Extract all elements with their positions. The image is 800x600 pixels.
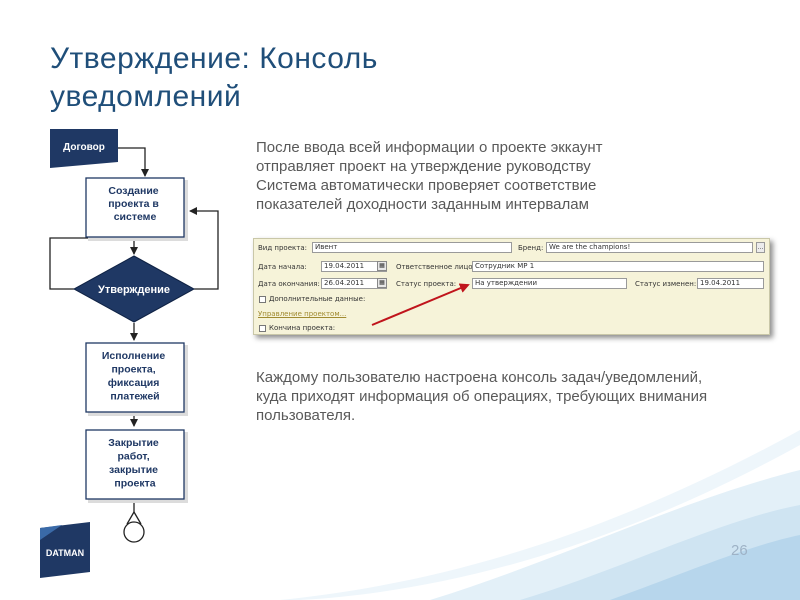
flow-node-create-line-2: проекта в [108,198,159,210]
project-closing-label: Кончина проекта: [269,324,336,332]
flow-node-create-line-3: системе [114,211,157,223]
svg-text:Исполнение проекта,: Исполнение проекта, фиксация платежей [102,350,168,403]
status-changed-field[interactable]: 19.04.2011 [697,278,764,289]
flow-node-execute-line-3: фиксация [108,377,160,389]
slide-title: Утверждение: Консоль уведомлений [50,40,470,116]
flow-node-create-line-1: Создание [108,185,158,197]
status-field[interactable]: На утверждении [472,278,627,289]
responsible-field[interactable]: Сотрудник МР 1 [472,261,764,272]
red-arrow [371,283,470,326]
slide-title-line-1: Утверждение: Консоль [50,42,378,75]
flow-node-close-line-3: закрытие [109,464,158,476]
intro-line-3: Система автоматически проверяет соответс… [256,177,597,194]
brand-label: Бренд: [518,244,544,252]
slide-title-line-2: уведомлений [50,80,242,113]
arrow-contract-to-create [113,147,149,177]
project-type-label: Вид проекта: [258,244,307,252]
project-type-field[interactable]: Ивент [312,242,512,253]
flow-node-approve: Утверждение [72,255,196,323]
intro-line-1: После ввода всей информации о проекте эк… [256,139,603,156]
end-date-label: Дата окончания: [258,280,320,288]
console-line-3: пользователя. [256,407,356,424]
intro-line-4: показателей доходности заданным интервал… [256,196,589,213]
console-paragraph: Каждому пользователю настроена консоль з… [256,368,796,425]
project-form-screenshot: Вид проекта: Ивент Бренд: We are the cha… [253,238,770,335]
flow-node-execute-line-1: Исполнение [102,350,166,362]
svg-text:Закрытие работ, за: Закрытие работ, закрытие проекта [108,437,161,490]
flow-node-close: Закрытие работ, закрытие проекта [85,429,188,503]
flow-node-create: Создание проекта в системе [85,177,188,241]
flow-node-approve-label: Утверждение [98,284,170,296]
flow-node-execute-line-2: проекта, [111,364,155,376]
additional-data-label: Дополнительные данные: [269,295,366,303]
flow-node-contract: Договор [50,129,118,168]
status-changed-label: Статус изменен: [635,280,697,288]
flow-node-execute: Исполнение проекта, фиксация платежей [85,342,188,416]
additional-data-checkbox[interactable] [259,296,266,303]
flow-node-close-line-1: Закрытие [108,437,159,449]
logo-text: DATMAN [46,548,84,558]
project-closing-checkbox[interactable] [259,325,266,332]
responsible-label: Ответственное лицо: [396,263,475,271]
calendar-icon[interactable]: ▦ [377,261,387,271]
intro-line-2: отправляет проект на утверждение руковод… [256,158,591,175]
brand-select-button[interactable]: … [756,242,765,253]
loop-right-arrow [189,207,219,290]
flow-connectors [49,147,219,512]
console-line-2: куда приходят информация об операциях, т… [256,388,708,405]
svg-text:Создание проекта в: Создание проекта в системе [108,185,162,223]
calendar-icon[interactable]: ▦ [377,278,387,288]
console-line-1: Каждому пользователю настроена консоль з… [256,369,703,386]
flow-node-close-line-4: проекта [114,478,155,490]
project-management-link[interactable]: Управление проектом... [258,310,347,318]
page-number: 26 [731,542,748,559]
datman-logo: DATMAN [40,522,90,578]
start-date-label: Дата начала: [258,263,307,271]
flow-node-close-line-2: работ, [117,451,149,463]
intro-paragraph: После ввода всей информации о проекте эк… [256,138,796,214]
status-label: Статус проекта: [396,280,457,288]
brand-field[interactable]: We are the champions! [546,242,753,253]
flow-node-contract-label: Договор [63,142,105,153]
flow-node-end [123,511,145,543]
flow-node-execute-line-4: платежей [110,391,159,403]
